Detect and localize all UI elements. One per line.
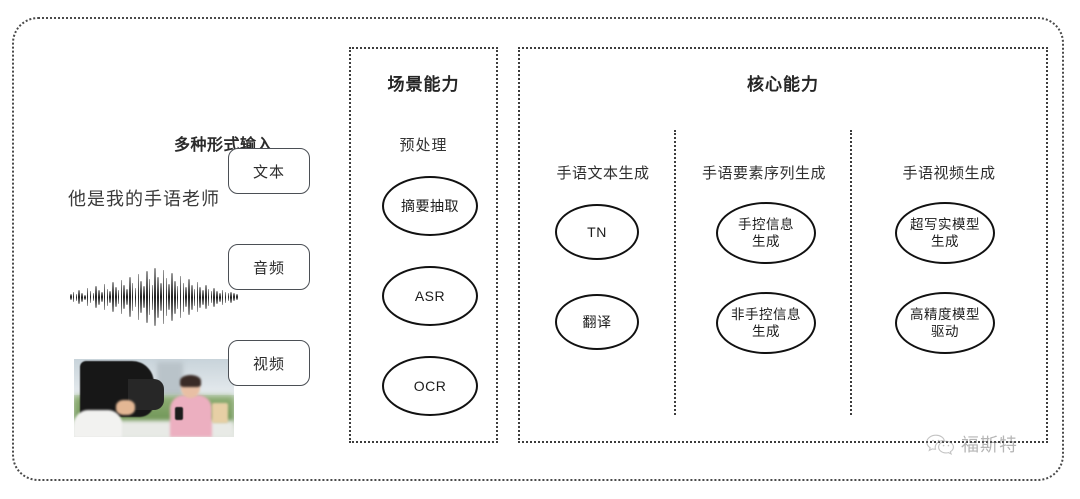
core-column-title-sign-video-generation: 手语视频生成 <box>902 165 996 182</box>
watermark-text: 福斯特 <box>961 435 1018 455</box>
node-asr[interactable]: ASR <box>382 266 478 326</box>
core-column-divider-1 <box>674 130 676 415</box>
scene-capability-panel: 场景能力 预处理 摘要抽取 ASR OCR <box>349 47 498 443</box>
scene-panel-subtitle: 预处理 <box>399 137 448 154</box>
thumb-microphone <box>174 407 183 420</box>
outer-dotted-frame <box>12 17 1064 481</box>
thumb-camera-operator <box>74 410 122 437</box>
node-non-manual-info-generation[interactable]: 非手控信息生成 <box>716 292 816 354</box>
watermark: 福斯特 <box>925 431 1018 457</box>
modality-chip-audio[interactable]: 音频 <box>228 244 310 290</box>
node-translation[interactable]: 翻译 <box>555 294 639 350</box>
scene-panel-title: 场景能力 <box>387 75 460 94</box>
node-high-precision-model-driving[interactable]: 高精度模型驱动 <box>895 292 995 354</box>
audio-waveform-icon <box>70 266 238 328</box>
core-column-divider-2 <box>850 130 852 415</box>
core-column-title-sign-text-generation: 手语文本生成 <box>556 165 650 182</box>
sample-sentence-text: 他是我的手语老师 <box>68 189 220 209</box>
node-ocr[interactable]: OCR <box>382 356 478 416</box>
node-hyperrealistic-model-generation[interactable]: 超写实模型生成 <box>895 202 995 264</box>
modality-chip-text[interactable]: 文本 <box>228 148 310 194</box>
modality-chip-video[interactable]: 视频 <box>228 340 310 386</box>
node-tn[interactable]: TN <box>555 204 639 260</box>
thumb-operator-hand <box>115 399 135 416</box>
thumb-reporter-hair <box>180 375 202 388</box>
thumb-script-paper <box>211 402 228 423</box>
core-column-title-sign-element-sequence-generation: 手语要素序列生成 <box>701 165 826 182</box>
node-summary-extraction[interactable]: 摘要抽取 <box>382 176 478 236</box>
input-section: 多种形式输入 他是我的手语老师 <box>26 30 336 437</box>
node-manual-info-generation[interactable]: 手控信息生成 <box>716 202 816 264</box>
core-capability-panel: 核心能力 手语文本生成 手语要素序列生成 手语视频生成 TN 翻译 手控信息生成… <box>518 47 1048 443</box>
video-thumbnail-image <box>74 359 234 437</box>
core-panel-title: 核心能力 <box>747 75 819 94</box>
wechat-icon <box>925 433 955 455</box>
